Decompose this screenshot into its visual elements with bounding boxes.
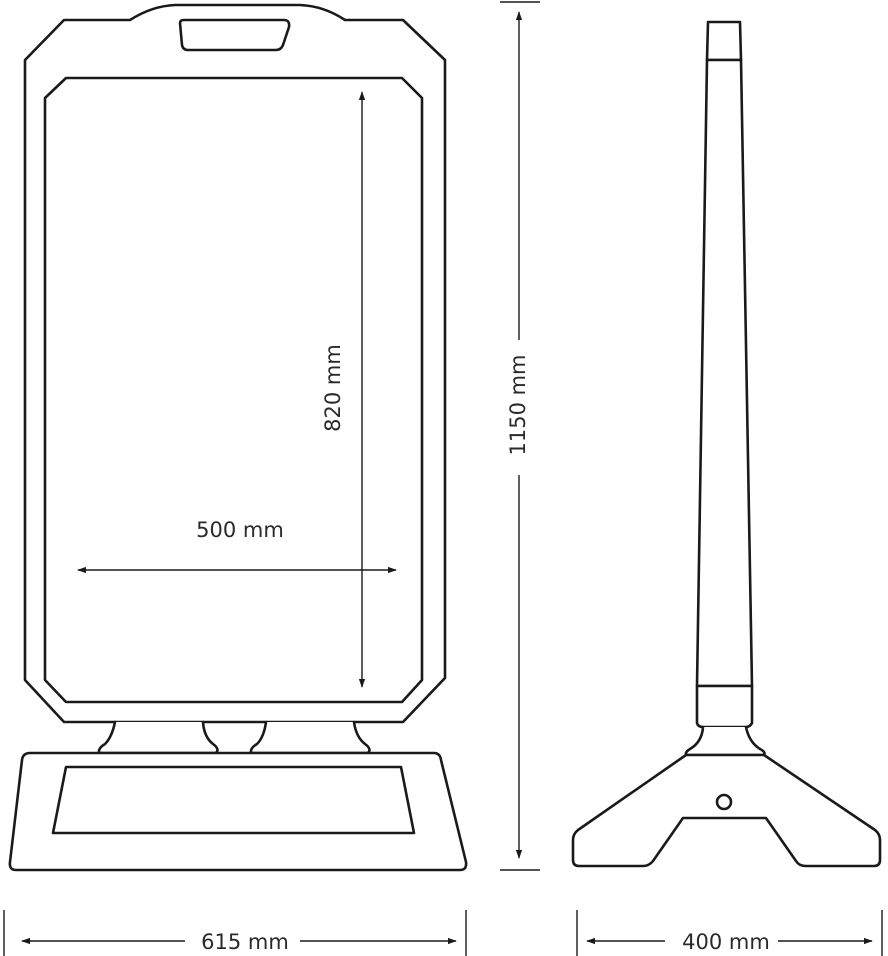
side-base-bolt-hole xyxy=(715,793,733,811)
overall-width-label: 615 mm xyxy=(201,930,289,954)
overall-height-label: 1150 mm xyxy=(506,354,530,455)
carry-handle-slot xyxy=(178,18,291,52)
base-depth-dimension: 400 mm xyxy=(576,910,883,956)
front-foot-right xyxy=(249,720,371,755)
poster-width-label: 500 mm xyxy=(196,518,284,542)
front-base-label-recess xyxy=(51,765,416,835)
front-foot-left xyxy=(97,720,219,755)
base-depth-label: 400 mm xyxy=(682,930,770,954)
side-neck xyxy=(684,725,766,757)
poster-panel xyxy=(43,76,424,704)
front-view: 820 mm 500 mm xyxy=(8,3,468,872)
side-view xyxy=(571,20,882,868)
side-base xyxy=(571,753,882,868)
overall-width-dimension: 615 mm xyxy=(3,910,467,956)
side-post xyxy=(695,58,754,688)
overall-height-dimension: 1150 mm xyxy=(500,1,540,871)
side-top-cap xyxy=(705,20,743,62)
side-post-collar xyxy=(695,684,754,729)
poster-height-label: 820 mm xyxy=(321,344,345,432)
